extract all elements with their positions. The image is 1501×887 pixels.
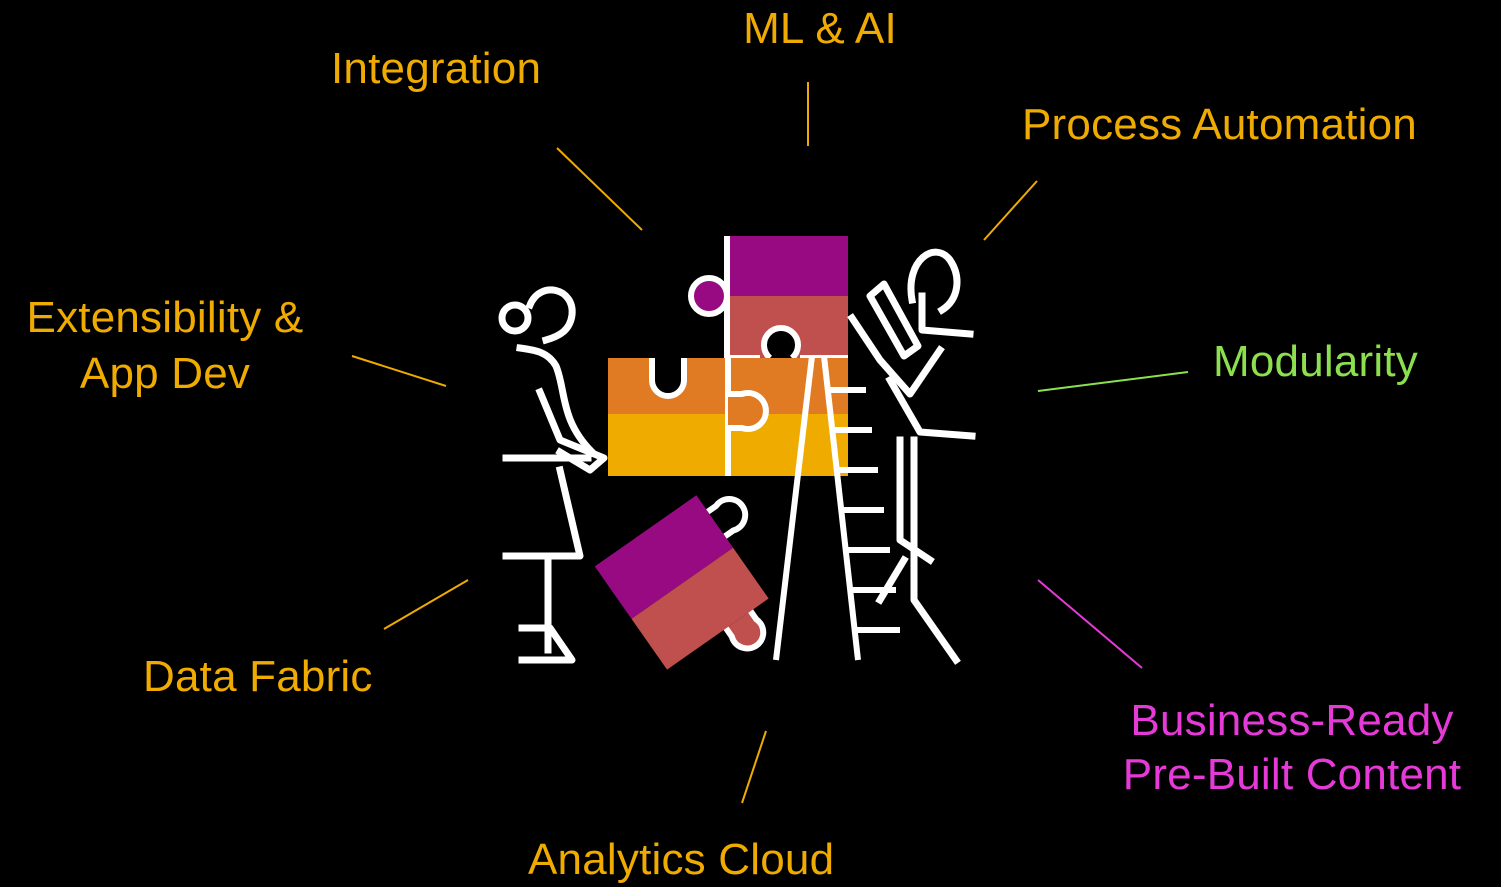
ladder-icon (773, 355, 900, 661)
connector-business-ready (1037, 579, 1143, 669)
label-analytics-cloud: Analytics Cloud (528, 835, 835, 884)
label-integration: Integration (331, 44, 542, 93)
label-business-ready-line1: Business-Ready (1130, 696, 1454, 745)
person-left-icon (498, 286, 608, 664)
label-extensibility-line1: Extensibility & (26, 293, 304, 342)
label-modularity: Modularity (1213, 337, 1418, 386)
connector-modularity (1037, 371, 1189, 392)
connector-data-fabric (383, 579, 469, 630)
label-extensibility-line2: App Dev (79, 349, 251, 398)
connector-integration (556, 147, 643, 231)
label-extensibility-app-dev: Extensibility & App Dev (16, 291, 314, 401)
person-on-ladder-icon (847, 248, 976, 665)
tilted-puzzle-piece-icon (594, 495, 769, 670)
connector-extensibility (351, 355, 447, 387)
connector-process-automation (983, 180, 1038, 241)
connector-analytics-cloud (741, 730, 767, 804)
label-ml-ai: ML & AI (743, 4, 897, 53)
top-puzzle-piece-icon (688, 236, 848, 361)
label-data-fabric: Data Fabric (143, 652, 373, 701)
label-business-ready-line2: Pre-Built Content (1122, 750, 1462, 799)
label-process-automation: Process Automation (1022, 100, 1417, 149)
label-business-ready: Business-Ready Pre-Built Content (1106, 694, 1478, 802)
